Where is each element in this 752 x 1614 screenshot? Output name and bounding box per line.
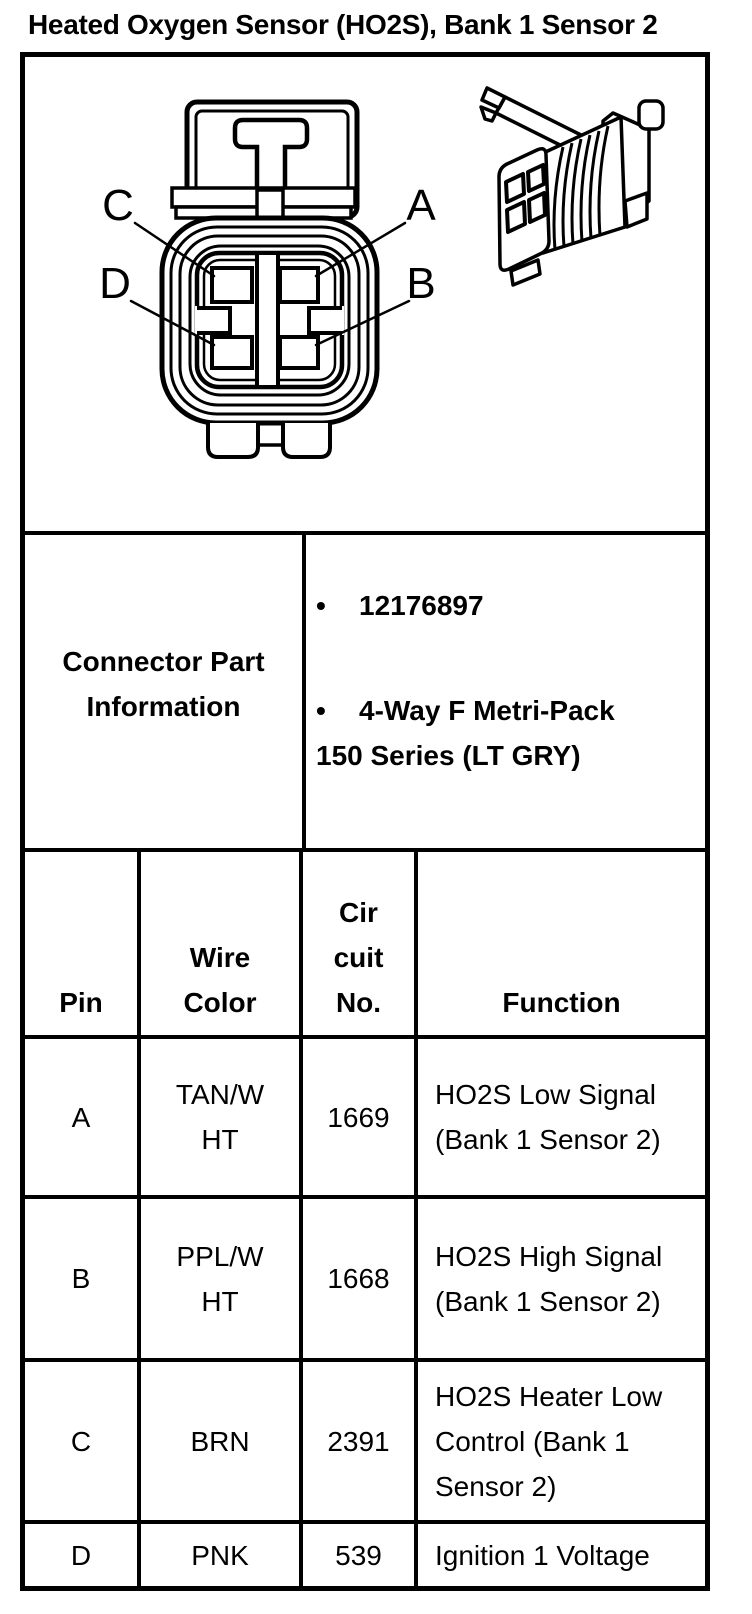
face-hole-2 [526, 163, 546, 193]
pin-table-header-row: Pin Wire Color Cir cuit No. Function [25, 848, 705, 1035]
pin-label-b: B [406, 259, 435, 308]
connector-type-item: • 4-Way F Metri-Pack 150 Series (LT GRY) [316, 688, 615, 778]
leader-c [133, 221, 216, 278]
rear-step [623, 191, 649, 229]
pin-c-square [210, 266, 254, 304]
page-title: Heated Oxygen Sensor (HO2S), Bank 1 Sens… [28, 9, 658, 40]
latch-fork-lower [479, 105, 498, 123]
table-row-pin-d: D PNK 539 Ignition 1 Voltage [25, 1520, 705, 1586]
bottom-tab-right [281, 423, 332, 459]
connector-type-line2: 150 Series (LT GRY) [316, 740, 581, 771]
connector-type-line1: 4-Way F Metri-Pack [359, 695, 615, 726]
pin-cell: C [25, 1362, 141, 1520]
part-info-heading-line1: Connector Part [62, 645, 265, 677]
latch-fork-upper [480, 86, 507, 110]
right-key-notch [307, 306, 342, 335]
pin-label-d: D [99, 259, 131, 308]
leader-d [129, 299, 216, 347]
pin-a-square [278, 266, 320, 304]
seal-ribs [552, 125, 610, 251]
col-header-wire-color: Wire Color [141, 852, 303, 1035]
connector-perspective-view [479, 86, 665, 287]
face-hole-4 [527, 191, 547, 224]
connector-diagram: C A D B [99, 86, 665, 459]
wire-color-cell: BRN [141, 1362, 303, 1520]
pin-cell: B [25, 1199, 141, 1358]
rear-nub [637, 99, 665, 131]
face-hole-1 [504, 172, 526, 204]
bullet-icon: • [316, 695, 326, 726]
lock-slot [255, 188, 285, 220]
table-row-pin-c: C BRN 2391 HO2S Heater Low Control (Bank… [25, 1358, 705, 1520]
table-row-pin-a: A TAN/W HT 1669 HO2S Low Signal (Bank 1 … [25, 1035, 705, 1195]
pin-label-c: C [102, 181, 134, 230]
wire-color-cell: PNK [141, 1524, 303, 1586]
bottom-tab-left [206, 423, 260, 459]
circuit-cell: 539 [303, 1524, 418, 1586]
leader-b [314, 299, 411, 347]
pin-d-square [210, 335, 254, 370]
part-info-row: Connector Part Information • 12176897 • … [25, 531, 705, 848]
pin-label-a: A [406, 181, 436, 230]
function-cell: Ignition 1 Voltage [435, 1539, 650, 1571]
wire-color-cell: TAN/W HT [141, 1039, 303, 1195]
bullet-icon: • [316, 590, 326, 621]
part-info-heading-line2: Information [86, 690, 241, 722]
circuit-cell: 2391 [303, 1362, 418, 1520]
pin-cell: D [25, 1524, 141, 1586]
circuit-cell: 1669 [303, 1039, 418, 1195]
table-row-pin-b: B PPL/W HT 1668 HO2S High Signal (Bank 1… [25, 1195, 705, 1358]
col-header-function: Function [502, 987, 621, 1018]
circuit-cell: 1668 [303, 1199, 418, 1358]
col-header-circuit-no: Cir cuit No. [303, 852, 418, 1035]
wire-color-cell: PPL/W HT [141, 1199, 303, 1358]
pin-cell: A [25, 1039, 141, 1195]
connector-diagram-cell: C A D B [25, 57, 705, 531]
face-hole-3 [505, 200, 527, 234]
pin-b-square [278, 335, 320, 370]
left-key-notch [197, 306, 232, 335]
part-info-values-cell: • 12176897 • 4-Way F Metri-Pack 150 Seri… [306, 535, 705, 848]
connector-info-table: C A D B [20, 52, 710, 1591]
leader-a [314, 221, 407, 278]
function-cell: HO2S Low Signal (Bank 1 Sensor 2) [435, 1079, 661, 1155]
face-bottom-step [509, 258, 542, 287]
connector-front-view [159, 99, 380, 459]
col-header-pin: Pin [25, 852, 141, 1035]
part-number-item: • 12176897 [316, 583, 484, 628]
part-number: 12176897 [359, 590, 484, 621]
part-info-heading-cell: Connector Part Information [25, 535, 306, 848]
function-cell: HO2S Heater Low Control (Bank 1 Sensor 2… [435, 1380, 663, 1502]
function-cell: HO2S High Signal (Bank 1 Sensor 2) [435, 1240, 663, 1317]
